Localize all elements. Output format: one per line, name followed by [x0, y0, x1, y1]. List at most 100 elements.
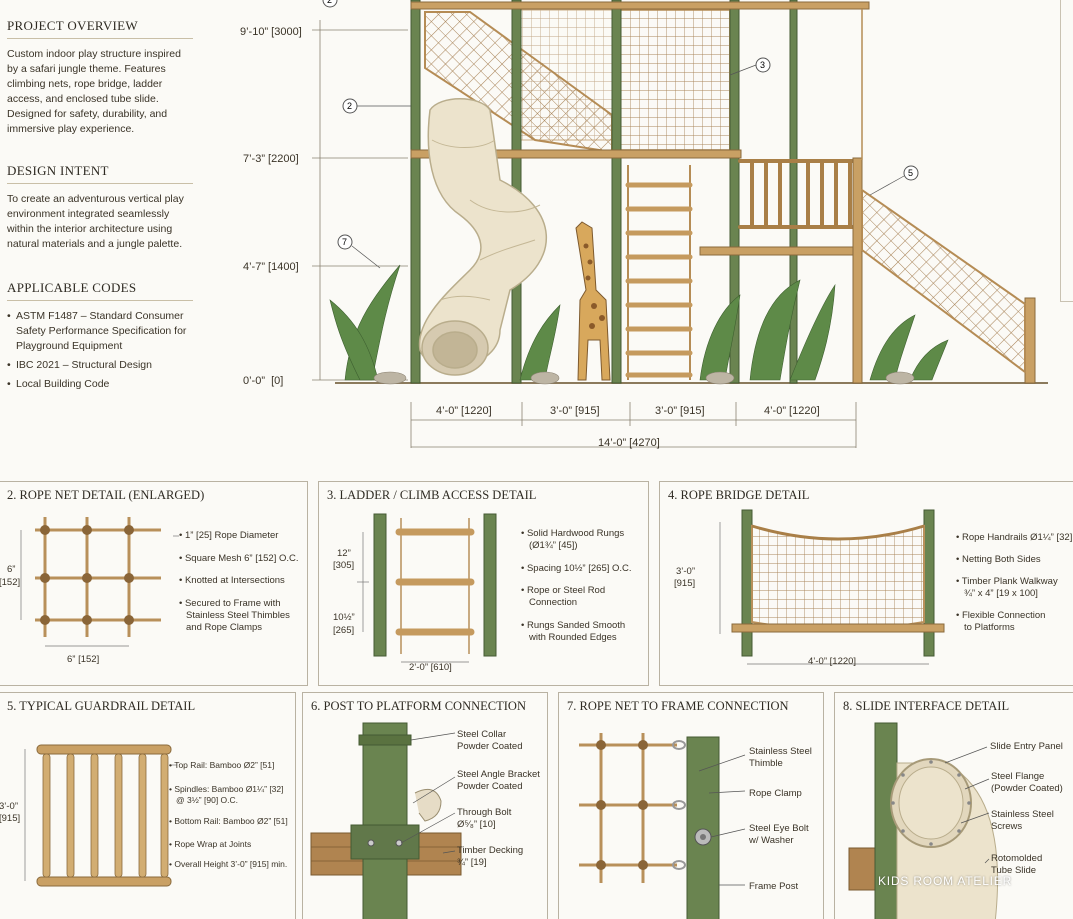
note: to Platforms	[964, 622, 1015, 633]
codes-list: ASTM F1487 – Standard Consumer Safety Pe…	[7, 309, 193, 392]
overview-body: Custom indoor play structure inspired by…	[7, 48, 181, 135]
callout-number: 7	[342, 237, 347, 247]
ladder-drawing	[357, 513, 497, 663]
note: Netting Both Sides	[956, 554, 1041, 566]
square-net-panel	[619, 9, 731, 151]
ladder-detail-panel: 3. LADDER / CLIMB ACCESS DETAIL 12” [305…	[318, 481, 649, 686]
callout-number: 5	[908, 168, 913, 178]
panel-title: 4. ROPE BRIDGE DETAIL	[668, 488, 810, 502]
giraffe-figure	[575, 221, 611, 381]
note: ¾” x 4” [19 x 100]	[964, 588, 1038, 599]
note: Steel Angle Bracket	[457, 769, 540, 780]
note: Spacing 10½” [265] O.C.	[521, 563, 632, 575]
top-beam	[410, 1, 870, 10]
note: Spindles: Bamboo Ø1¼” [32]	[169, 783, 283, 795]
note: ¾” [19]	[457, 857, 487, 868]
slide-interface-panel: 8. SLIDE INTERFACE DETAIL Slide Entry Pa…	[834, 692, 1073, 919]
main-elevation: 9’-10” [3000] 7’-3” [2200] 4’-7” [1400] …	[240, 0, 1048, 449]
guardrail-detail-panel: 5. TYPICAL GUARDRAIL DETAIL 3’-0” [915] …	[0, 692, 296, 919]
total-width-label: 14’-0” [4270]	[598, 437, 660, 449]
note: @ 3½” [90] O.C.	[176, 795, 239, 805]
note: Top Rail: Bamboo Ø2” [51]	[169, 759, 274, 771]
note: Tube Slide	[991, 865, 1037, 876]
note: Rotomolded	[991, 853, 1043, 864]
project-sidebar: PROJECT OVERVIEW Custom indoor play stru…	[7, 18, 193, 396]
dim-bottom: 10½”	[333, 612, 355, 623]
note: Rope Handrails Ø1¼” [32]	[956, 532, 1072, 544]
rope-bridge-detail-panel: 4. ROPE BRIDGE DETAIL 3’-0” [915] 4’-0” …	[659, 481, 1073, 686]
note: (Powder Coated)	[991, 783, 1063, 794]
note: Rope Wrap at Joints	[169, 838, 251, 850]
width-label: 3’-0” [915]	[550, 405, 600, 417]
code-item: ASTM F1487 – Standard Consumer Safety Pe…	[7, 309, 193, 354]
panel-title: 2. ROPE NET DETAIL (ENLARGED)	[7, 488, 205, 502]
panel-title: 8. SLIDE INTERFACE DETAIL	[843, 699, 1010, 713]
panel-title: 7. ROPE NET TO FRAME CONNECTION	[567, 699, 789, 713]
note: Secured to Frame with	[179, 598, 281, 610]
width-label: 4’-0” [1220]	[436, 405, 492, 417]
intent-body: To create an adventurous vertical play e…	[7, 193, 184, 250]
note: and Rope Clamps	[186, 622, 263, 633]
right-frame-edge	[1060, 0, 1073, 302]
panel-title: 6. POST TO PLATFORM CONNECTION	[311, 699, 526, 713]
note: Screws	[991, 821, 1023, 832]
overview-section: PROJECT OVERVIEW Custom indoor play stru…	[7, 18, 193, 137]
jungle-plants	[329, 264, 949, 381]
platform-guardrail	[738, 159, 860, 229]
dim-vertical: 3’-0”	[676, 566, 696, 577]
rope-ladder	[627, 165, 691, 380]
dim-horizontal: 6” [152]	[67, 654, 100, 665]
slide-interface-drawing	[848, 722, 998, 919]
dim-horizontal: 2’-0” [610]	[409, 662, 452, 673]
panel-title: 3. LADDER / CLIMB ACCESS DETAIL	[327, 488, 537, 502]
rope-net-detail-panel: 2. ROPE NET DETAIL (ENLARGED) 6” [152] 6…	[0, 481, 308, 686]
watermark: KIDS ROOM ATELIER	[878, 874, 1013, 888]
code-item: Local Building Code	[7, 377, 193, 392]
note: Steel Collar	[457, 729, 507, 740]
dim-vertical: [915]	[0, 813, 21, 824]
note: Thimble	[749, 758, 783, 769]
boulders	[373, 371, 915, 385]
height-label: 4’-7” [1400]	[243, 261, 299, 273]
note: Ø⁵⁄₈” [10]	[457, 819, 496, 830]
lower-platform	[699, 246, 863, 256]
height-label: 9’-10” [3000]	[240, 26, 302, 38]
callout-number: 2	[327, 0, 332, 5]
dim-vertical: [915]	[674, 578, 696, 589]
note: Frame Post	[749, 881, 799, 892]
width-label: 3’-0” [915]	[655, 405, 705, 417]
note: Rope Clamp	[749, 788, 802, 799]
note: Flexible Connection	[956, 610, 1045, 622]
dim-bottom: [265]	[333, 625, 355, 636]
codes-section: APPLICABLE CODES ASTM F1487 – Standard C…	[7, 280, 193, 392]
dim-top: [305]	[333, 560, 355, 571]
dim-top: 12”	[337, 548, 351, 559]
rope-frame-connection-panel: 7. ROPE NET TO FRAME CONNECTION	[558, 692, 824, 919]
slide-ridges	[431, 139, 541, 301]
note: Stainless Steel	[749, 746, 812, 757]
note: Rope or Steel Rod	[521, 585, 605, 597]
rope-bridge-drawing	[719, 509, 945, 665]
height-label: 7’-3” [2200]	[243, 153, 299, 165]
rope-net-drawing	[20, 517, 179, 647]
dim-vertical: 3’-0”	[0, 801, 19, 812]
rope-ramp-net	[861, 188, 1026, 374]
note: Stainless Steel	[991, 809, 1054, 820]
note: Steel Flange	[991, 771, 1045, 782]
note: Powder Coated	[457, 781, 523, 792]
bamboo-post	[852, 157, 863, 384]
intent-heading: DESIGN INTENT	[7, 163, 193, 184]
note: Steel Eye Bolt	[749, 823, 809, 834]
note: Timber Decking	[457, 845, 524, 856]
panel-title: 5. TYPICAL GUARDRAIL DETAIL	[7, 699, 196, 713]
square-net-panel	[517, 9, 615, 141]
callout-number: 3	[760, 60, 765, 70]
code-item: IBC 2021 – Structural Design	[7, 358, 193, 373]
dim-vertical: 6”	[7, 564, 16, 575]
note: w/ Washer	[749, 835, 794, 846]
note: Powder Coated	[457, 741, 523, 752]
note: 1” [25] Rope Diameter	[179, 530, 278, 542]
note: Solid Hardwood Rungs	[521, 528, 624, 540]
note: Slide Entry Panel	[990, 741, 1063, 752]
note: Stainless Steel Thimbles	[186, 610, 290, 621]
